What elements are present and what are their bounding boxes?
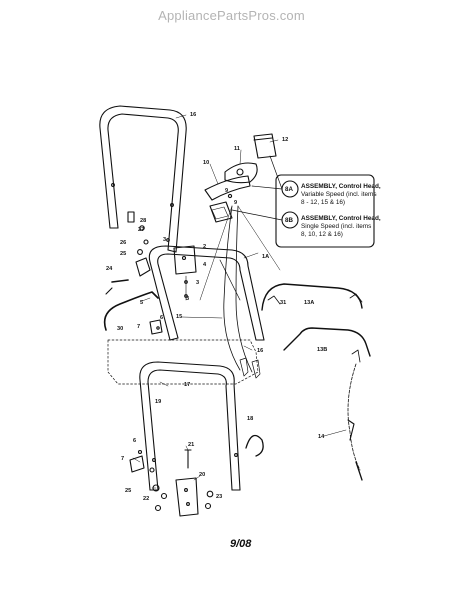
part-label: 16: [257, 348, 263, 354]
upper-handle: [99, 105, 187, 253]
part-label: 25: [120, 251, 126, 257]
bail-13a: [261, 283, 363, 311]
leader-lines: [132, 114, 347, 489]
part-label: 5: [140, 300, 143, 306]
bolt-21: [184, 449, 192, 469]
assembly-8b-line3: 8, 10, 12 & 16): [301, 231, 343, 238]
part-label: 3: [163, 237, 166, 243]
assembly-8b-line2: Single Speed (incl. items: [301, 223, 371, 230]
assembly-8b-id: 8B: [285, 217, 293, 224]
part-label: 18: [247, 416, 253, 422]
date-code: 9/08: [230, 538, 252, 550]
clip-18: [245, 434, 264, 457]
assembly-8a-id: 8A: [285, 186, 293, 193]
part-label: 23: [216, 494, 222, 500]
assembly-8a-line2: Variable Speed (incl. items: [301, 191, 377, 198]
part-label: 17: [184, 382, 190, 388]
part-label: 28: [140, 218, 146, 224]
knob-top: [149, 319, 163, 335]
watermark: AppliancePartsPros.com: [158, 8, 305, 23]
cable-14: [347, 363, 361, 471]
part-label: 16: [190, 112, 196, 118]
part-label: 25: [125, 488, 131, 494]
part-label: 14: [318, 434, 325, 440]
assembly-8a-line3: 8 - 12, 15 & 16): [301, 199, 345, 206]
part-label: 15: [176, 314, 182, 320]
center-bracket: [166, 238, 197, 301]
part-label: 13A: [304, 300, 314, 306]
part-label: 2: [203, 244, 206, 250]
part-label: 9: [225, 188, 228, 194]
part-label: 3: [196, 280, 199, 286]
part-label: 7: [121, 456, 124, 462]
assembly-8b-line1: ASSEMBLY, Control Head,: [301, 215, 381, 222]
part-label: 1A: [262, 254, 269, 260]
cable-30: [103, 291, 159, 331]
control-head-parts: [204, 133, 277, 223]
part-label: 13B: [317, 347, 327, 353]
part-label: 3: [186, 296, 189, 302]
part-label: 4: [203, 262, 207, 268]
bottom-hardware: [129, 449, 214, 517]
left-hardware: [105, 211, 151, 295]
part-label: 10: [203, 160, 209, 166]
part-label: 12: [282, 137, 288, 143]
part-label: 6: [133, 438, 136, 444]
dashed-outline: [107, 339, 259, 385]
part-label: 11: [234, 146, 240, 152]
assembly-8a-line1: ASSEMBLY, Control Head,: [301, 183, 381, 190]
part-label: 6: [160, 315, 163, 321]
part-label: 24: [106, 266, 113, 272]
middle-handle: [148, 245, 265, 341]
part-label: 21: [188, 442, 194, 448]
part-label: 9: [234, 200, 237, 206]
bail-13b: [283, 327, 371, 357]
assembly-callouts: [231, 155, 375, 248]
part-label: 20: [199, 472, 205, 478]
part-label: 31: [280, 300, 286, 306]
part-label: 30: [117, 326, 123, 332]
lower-handle: [139, 361, 241, 491]
control-cables: [199, 205, 281, 379]
part-label: 7: [137, 324, 140, 330]
part-label: 26: [120, 240, 126, 246]
part-label: 27: [138, 227, 144, 233]
part-label: 22: [143, 496, 149, 502]
part-label: 19: [155, 399, 161, 405]
